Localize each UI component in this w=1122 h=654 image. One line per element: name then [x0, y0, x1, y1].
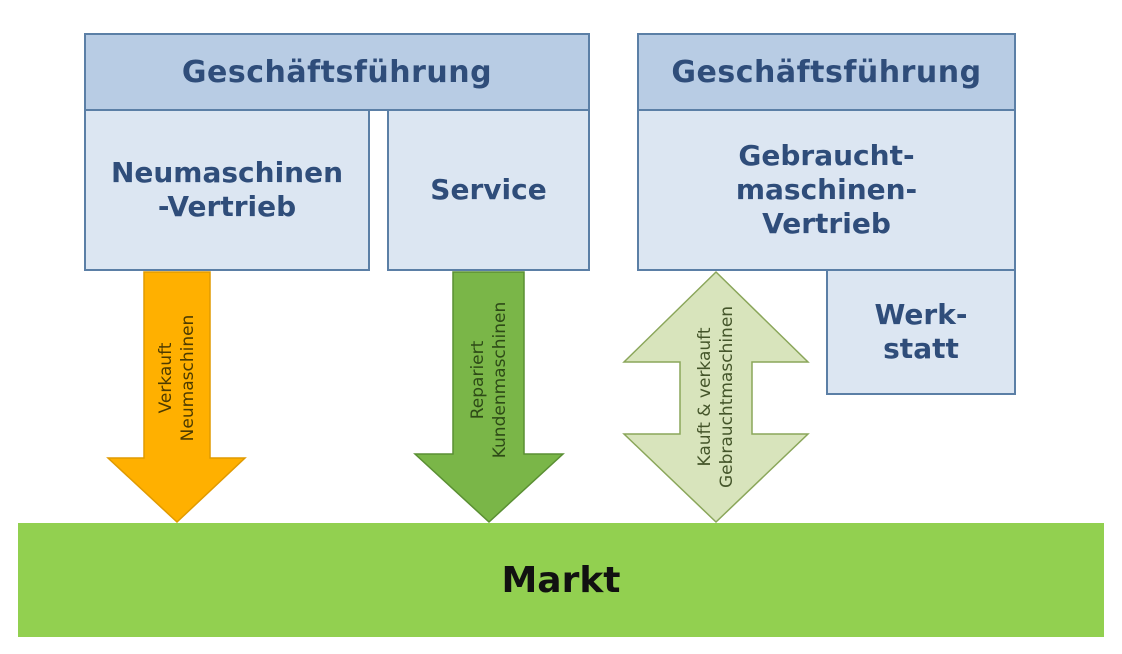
used-machines-sales-box: Gebraucht- maschinen- Vertrieb — [637, 109, 1016, 271]
new-machines-sales-box: Neumaschinen -Vertrieb — [84, 109, 370, 271]
sells-new-machines-arrow: Verkauft Neumaschinen — [106, 271, 247, 524]
service-box: Service — [387, 109, 590, 271]
sells-new-machines-label-1: Verkauft — [156, 342, 176, 413]
buys-sells-used-machines-arrow-shape — [622, 270, 810, 524]
left-management-header: Geschäftsführung — [84, 33, 590, 111]
buys-sells-used-machines-label-2: Gebrauchtmaschinen — [717, 306, 737, 488]
sells-new-machines-arrow-shape — [106, 271, 247, 524]
workshop-box: Werk- statt — [826, 269, 1016, 395]
repairs-customer-machines-label-2: Kundenmaschinen — [490, 302, 510, 459]
buys-sells-used-machines-arrow: Kauft & verkauft Gebrauchtmaschinen — [622, 270, 810, 524]
repairs-customer-machines-label-1: Repariert — [468, 340, 488, 419]
buys-sells-used-machines-label-1: Kauft & verkauft — [695, 327, 715, 466]
repairs-customer-machines-arrow: Repariert Kundenmaschinen — [413, 271, 565, 524]
market-bar: Markt — [18, 523, 1104, 637]
sells-new-machines-label-2: Neumaschinen — [178, 315, 198, 442]
repairs-customer-machines-arrow-shape — [413, 271, 565, 524]
